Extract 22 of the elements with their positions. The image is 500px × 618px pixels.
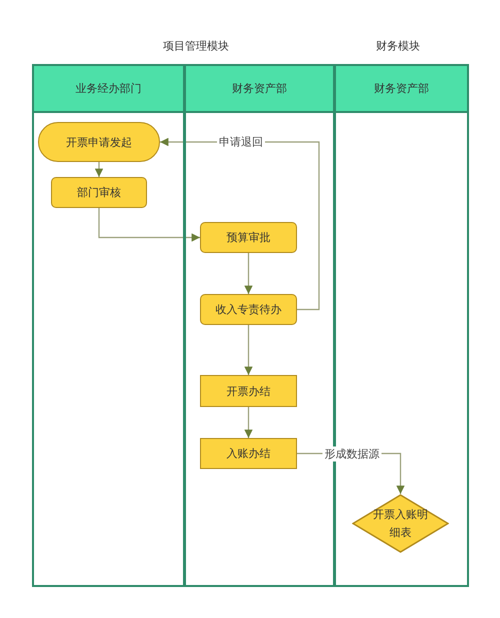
start-terminal: 开票申请发起 (38, 122, 160, 162)
arrow (244, 325, 253, 375)
lane-header: 业务经办部门 (34, 66, 183, 113)
swimlane (184, 64, 335, 587)
arrow (244, 407, 253, 438)
lane-header: 财务资产部 (336, 66, 467, 113)
module-title: 项目管理模块 (163, 38, 229, 54)
process-box: 开票办结 (200, 375, 297, 407)
arrow (244, 253, 253, 294)
edge-label: 申请退回 (217, 134, 265, 150)
swimlane (32, 64, 185, 587)
lane-header: 财务资产部 (186, 66, 333, 113)
node-label: 开票入账明细表 (372, 506, 429, 540)
module-title: 财务模块 (376, 38, 420, 54)
arrow (98, 208, 200, 242)
edge-label: 形成数据源 (322, 446, 382, 461)
process-box: 入账办结 (200, 438, 297, 469)
process-box: 收入专责待办 (200, 294, 297, 325)
process-box: 部门审核 (51, 177, 147, 208)
swimlane (334, 64, 469, 587)
arrow (94, 162, 104, 177)
process-box: 预算审批 (200, 222, 297, 253)
